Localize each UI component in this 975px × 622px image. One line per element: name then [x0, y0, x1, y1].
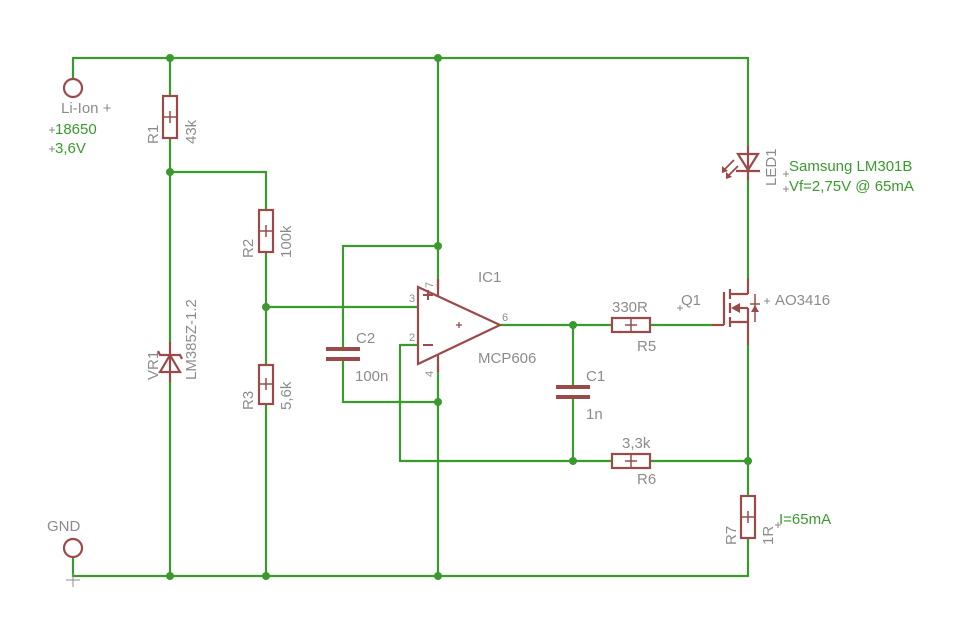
supply-terminal: Li-Ion + 18650 3,6V — [49, 77, 112, 157]
capacitor-c2: C2 100n — [326, 330, 388, 385]
r6-value: 3,3k — [622, 435, 651, 452]
c2-name: C2 — [356, 330, 375, 347]
r7-note-current: I=65mA — [779, 511, 831, 528]
resistor-r2: R2 100k — [240, 208, 295, 258]
r2-name: R2 — [240, 239, 257, 258]
q1-value: AO3416 — [775, 292, 830, 309]
resistor-r1: R1 43k — [145, 94, 200, 144]
r5-name: R5 — [637, 338, 656, 355]
opamp-ic1: 3 2 6 7 4 IC1 MCP606 — [409, 269, 536, 377]
r5-value: 330R — [612, 299, 648, 316]
zener-vr1: VR1 LM385Z-1.2 — [145, 299, 200, 382]
led1-name: LED1 — [763, 148, 780, 186]
resistor-r5: 330R R5 — [610, 299, 656, 355]
r7-name: R7 — [723, 526, 740, 545]
ground-terminal: GND — [47, 518, 84, 587]
r3-value: 5,6k — [278, 381, 295, 410]
pin-2: 2 — [409, 332, 415, 344]
mosfet-q1: Q1 AO3416 — [677, 278, 830, 345]
r7-value: 1R — [760, 526, 777, 545]
r2-value: 100k — [278, 225, 295, 258]
vr1-name: VR1 — [145, 351, 162, 380]
supply-note-voltage: 3,6V — [55, 140, 86, 157]
led-led1: LED1 Samsung LM301B Vf=2,75V @ 65mA — [722, 146, 914, 195]
junctions — [166, 54, 752, 580]
led1-note-model: Samsung LM301B — [789, 158, 912, 175]
c1-name: C1 — [586, 368, 605, 385]
resistor-r3: R3 5,6k — [240, 363, 295, 410]
r6-name: R6 — [637, 471, 656, 488]
led1-note-forward-voltage: Vf=2,75V @ 65mA — [789, 178, 914, 195]
pin-4: 4 — [424, 371, 436, 377]
c2-value: 100n — [355, 368, 388, 385]
pin-3: 3 — [409, 293, 415, 305]
resistor-r7: R7 1R I=65mA — [723, 494, 831, 545]
pin-6: 6 — [502, 312, 508, 324]
resistor-r6: 3,3k R6 — [610, 435, 656, 488]
vr1-value: LM385Z-1.2 — [183, 299, 200, 380]
capacitor-c1: C1 1n — [556, 368, 605, 423]
q1-name: Q1 — [681, 292, 701, 309]
supply-note-cell: 18650 — [55, 121, 97, 138]
pin-7: 7 — [424, 282, 436, 288]
ic1-value: MCP606 — [478, 350, 536, 367]
c1-value: 1n — [586, 406, 603, 423]
ic1-name: IC1 — [478, 269, 501, 286]
r1-value: 43k — [183, 119, 200, 144]
r1-name: R1 — [145, 125, 162, 144]
supply-label: Li-Ion + — [61, 100, 112, 117]
r3-name: R3 — [240, 391, 257, 410]
ground-label: GND — [47, 518, 81, 535]
